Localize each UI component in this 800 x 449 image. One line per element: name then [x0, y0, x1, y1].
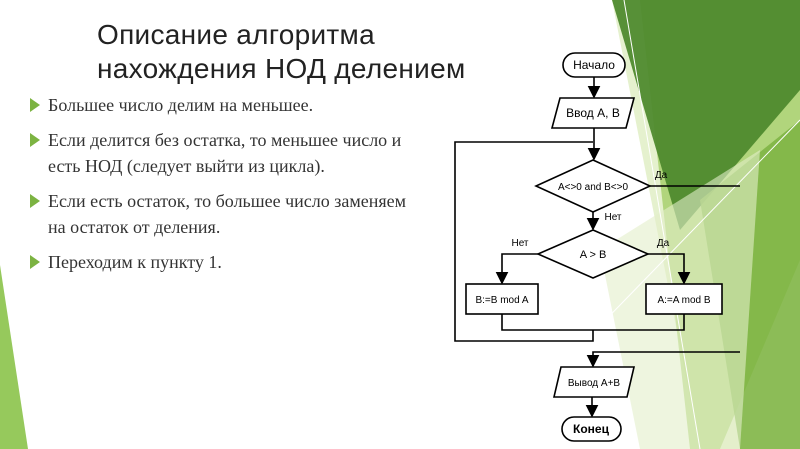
compare-diamond	[535, 229, 651, 279]
bullet-text: Если есть остаток, то большее число заме…	[48, 191, 407, 237]
loop-back-line	[454, 141, 594, 342]
assign-b-label: B:=B mod A	[475, 295, 528, 306]
assign-a-box	[645, 283, 723, 315]
title-line-2: нахождения НОД делением	[97, 53, 466, 84]
left-green-triangle	[0, 265, 28, 449]
bullet-text: Переходим к пункту 1.	[48, 252, 222, 272]
thin-deco-line-2	[479, 119, 800, 449]
start-label: Начало	[573, 58, 615, 72]
loop-condition-label: A<>0 and B<>0	[558, 182, 629, 193]
bullet-item: Большее число делим на меньшее.	[28, 92, 428, 118]
right-dark-shard	[612, 0, 800, 230]
input-label: Ввод A, B	[566, 106, 620, 120]
title-line-1: Описание алгоритма	[97, 19, 375, 50]
bullet-arrow-icon	[30, 255, 40, 269]
arrow-loop-exit	[586, 185, 740, 368]
bullet-arrow-icon	[30, 133, 40, 147]
compare-no-label: Нет	[511, 238, 528, 249]
end-label: Конец	[573, 422, 610, 436]
assign-a-label: A:=A mod B	[657, 295, 710, 306]
bullet-list: Большее число делим на меньшее. Если дел…	[28, 92, 428, 284]
arrow-compare-no	[495, 253, 538, 285]
arrow-compare-yes	[648, 253, 691, 285]
output-parallelogram	[552, 366, 636, 398]
compare-label: A > B	[580, 249, 607, 261]
loop-yes-label: Да	[655, 170, 668, 181]
flowchart: Начало Ввод A, B A<>0 and B<>0 Да Нет A …	[454, 52, 740, 442]
thin-deco-line-1	[623, 0, 701, 449]
bullet-text: Если делится без остатка, то меньшее чис…	[48, 130, 402, 176]
bullet-item: Если есть остаток, то большее число заме…	[28, 188, 428, 240]
bullet-arrow-icon	[30, 194, 40, 208]
bullet-arrow-icon	[30, 98, 40, 112]
bullet-item: Если делится без остатка, то меньшее чис…	[28, 127, 428, 179]
merge-line	[501, 314, 685, 331]
output-label: Вывод A+B	[568, 378, 621, 389]
slide-title: Описание алгоритма нахождения НОД делени…	[97, 18, 537, 86]
loop-no-label: Нет	[604, 212, 621, 223]
bullet-text: Большее число делим на меньшее.	[48, 95, 314, 115]
bullet-item: Переходим к пункту 1.	[28, 249, 428, 275]
input-parallelogram	[550, 97, 636, 129]
assign-b-box	[465, 283, 539, 315]
compare-yes-label: Да	[657, 238, 670, 249]
